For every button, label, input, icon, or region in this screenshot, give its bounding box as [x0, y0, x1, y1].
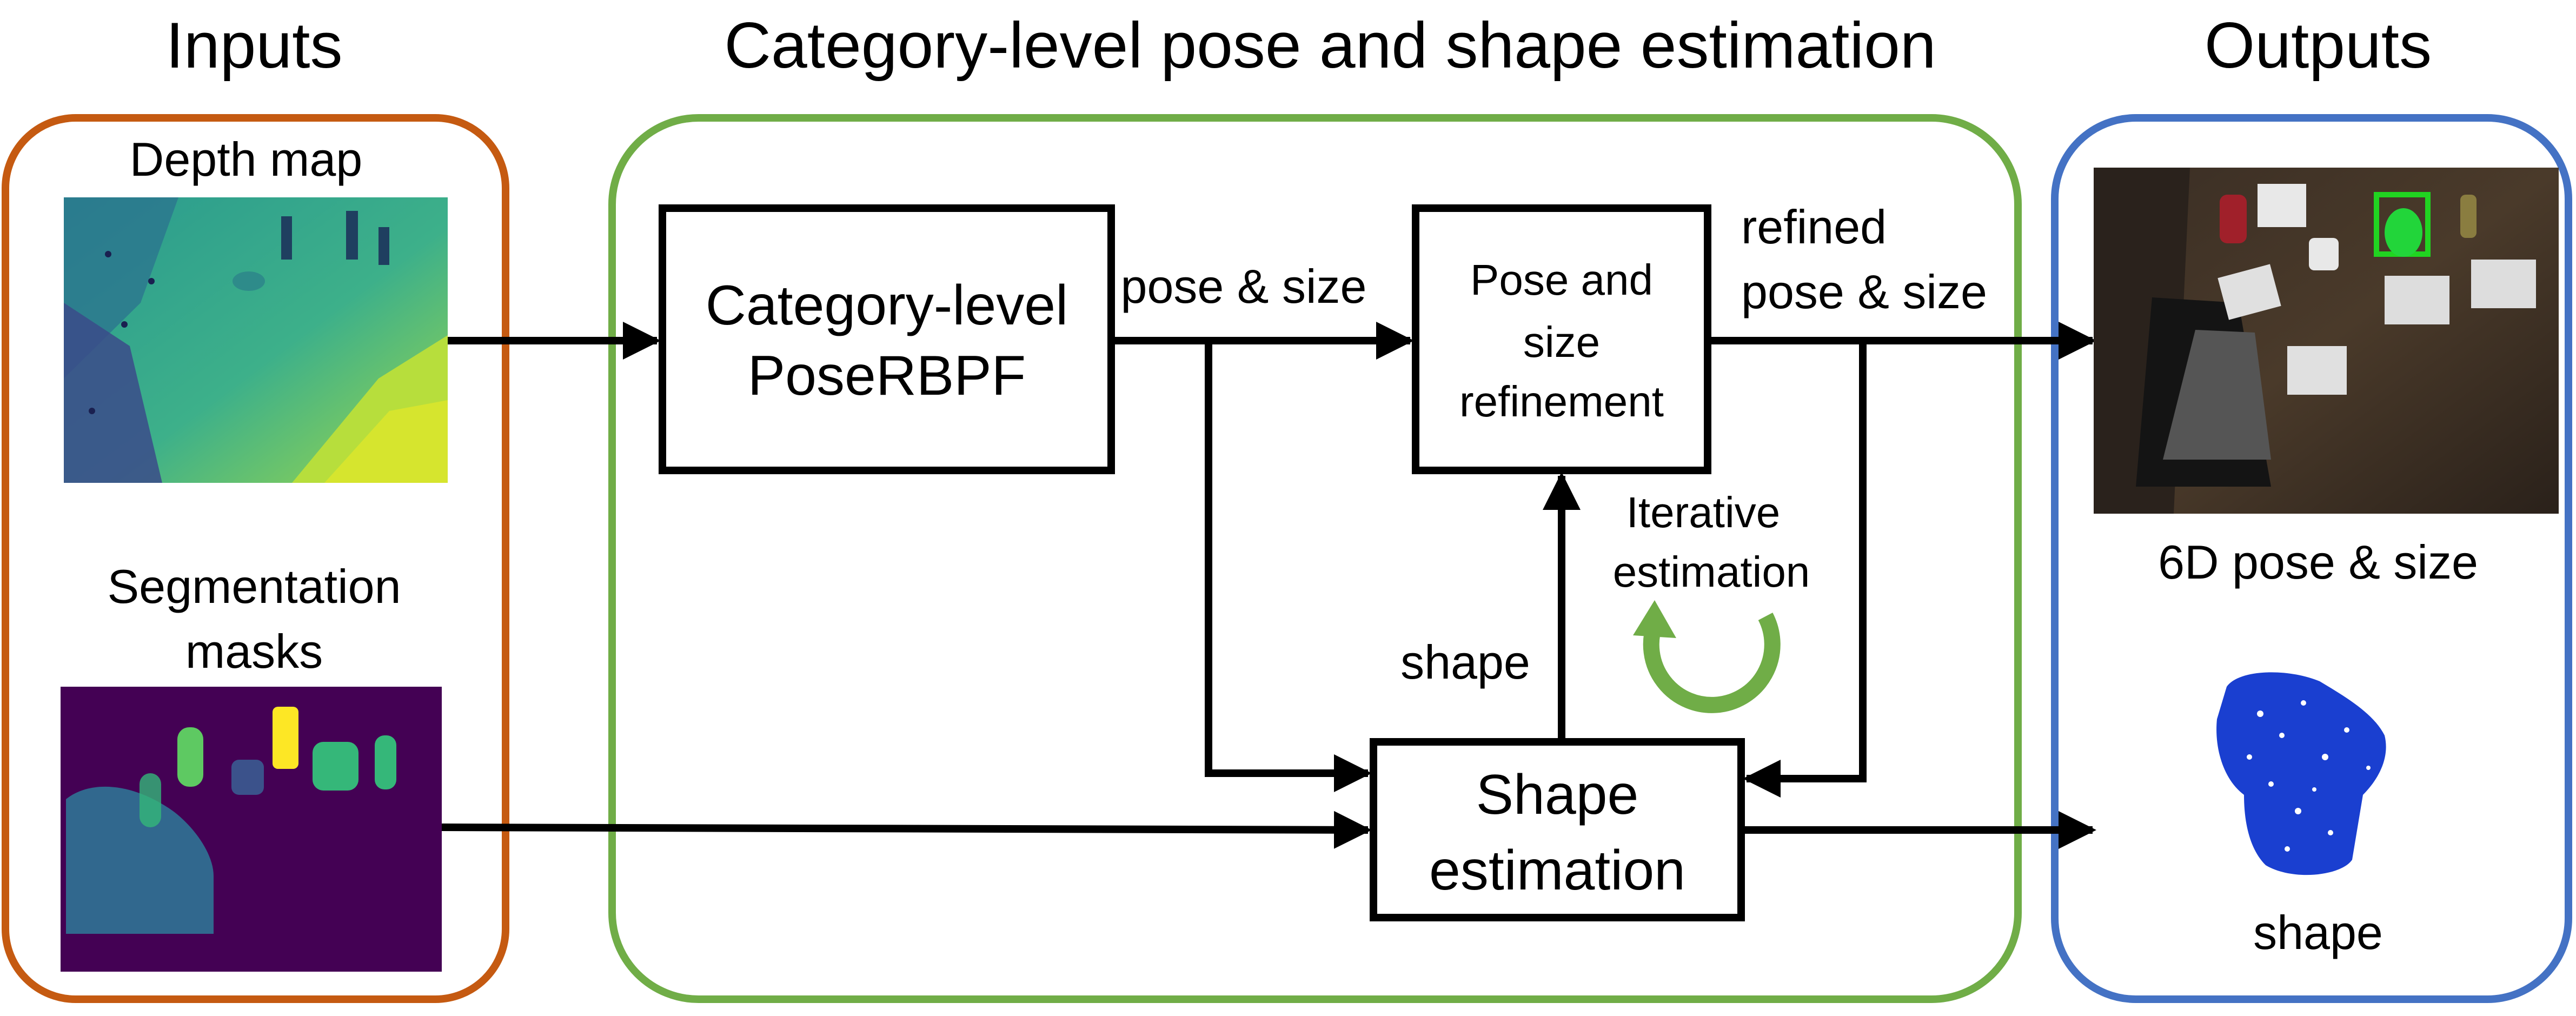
pose-size-label: pose & size — [1121, 260, 1367, 313]
refined-label-line1: refined — [1741, 200, 1887, 254]
shape-estimation-label-line2: estimation — [1429, 839, 1685, 902]
outputs-title: Outputs — [2205, 9, 2432, 82]
poserbpf-block: Category-level PoseRBPF — [659, 204, 1115, 474]
shape-estimation-label-line1: Shape — [1476, 763, 1639, 826]
depth-map-image — [64, 197, 448, 483]
inputs-title: Inputs — [166, 9, 343, 82]
pose-output-image — [2094, 168, 2559, 514]
iterative-label-line1: Iterative — [1626, 488, 1781, 536]
iterative-label-line2: estimation — [1613, 548, 1810, 596]
refinement-label-line2: size — [1523, 318, 1600, 366]
segmentation-label-line2: masks — [185, 625, 323, 678]
refinement-block: Pose and size refinement — [1412, 204, 1711, 474]
refinement-label-line1: Pose and — [1470, 256, 1653, 304]
poserbpf-label-line1: Category-level — [706, 274, 1068, 337]
shape-output-label: shape — [2253, 906, 2383, 959]
refined-label-line2: pose & size — [1741, 265, 1987, 318]
segmentation-label-line1: Segmentation — [107, 560, 401, 613]
shape-edge-label: shape — [1400, 635, 1530, 689]
pose-output-label: 6D pose & size — [2158, 535, 2478, 589]
iterative-cycle-icon — [1633, 600, 1781, 713]
arrow-refined-to-shape — [1743, 341, 1867, 798]
arrow-seg-to-shape — [441, 811, 1372, 849]
segmentation-mask-image — [61, 687, 442, 972]
shape-pointcloud-image — [2216, 672, 2386, 875]
outputs-frame — [2051, 114, 2572, 1003]
arrows — [441, 322, 2096, 849]
pipeline-title: Category-level pose and shape estimation — [724, 9, 1936, 82]
poserbpf-label-line2: PoseRBPF — [748, 344, 1026, 407]
refinement-label-line3: refinement — [1459, 377, 1664, 426]
depth-map-label: Depth map — [130, 132, 362, 186]
inputs-frame — [2, 114, 509, 1003]
arrow-pose-to-shape — [1205, 341, 1372, 792]
shape-estimation-block: Shape estimation — [1370, 738, 1745, 921]
pipeline-frame — [608, 114, 2022, 1003]
